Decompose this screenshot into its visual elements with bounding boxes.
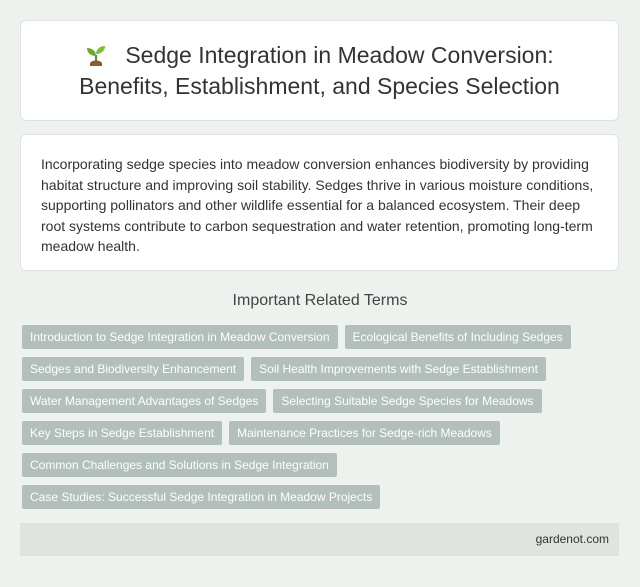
term-tag[interactable]: Common Challenges and Solutions in Sedge… bbox=[22, 453, 337, 477]
summary-card: Incorporating sedge species into meadow … bbox=[20, 134, 619, 271]
term-tag[interactable]: Sedges and Biodiversity Enhancement bbox=[22, 357, 245, 381]
term-tag[interactable]: Ecological Benefits of Including Sedges bbox=[344, 325, 571, 349]
page-title-text: Sedge Integration in Meadow Conversion: … bbox=[79, 41, 560, 99]
term-tag[interactable]: Case Studies: Successful Sedge Integrati… bbox=[22, 485, 381, 509]
page-title: Sedge Integration in Meadow Conversion: … bbox=[60, 40, 580, 102]
term-tag[interactable]: Selecting Suitable Sedge Species for Mea… bbox=[273, 389, 542, 413]
related-terms-heading: Important Related Terms bbox=[232, 292, 408, 309]
term-tag[interactable]: Water Management Advantages of Sedges bbox=[22, 389, 267, 413]
term-tag[interactable]: Maintenance Practices for Sedge-rich Mea… bbox=[229, 421, 500, 445]
related-terms-list: Introduction to Sedge Integration in Mea… bbox=[22, 325, 622, 517]
summary-text: Incorporating sedge species into meadow … bbox=[41, 156, 594, 254]
term-tag[interactable]: Key Steps in Sedge Establishment bbox=[22, 421, 223, 445]
footer: gardenot.com bbox=[20, 523, 619, 556]
title-card: Sedge Integration in Meadow Conversion: … bbox=[20, 20, 619, 121]
seedling-icon bbox=[85, 43, 107, 67]
term-tag[interactable]: Soil Health Improvements with Sedge Esta… bbox=[251, 357, 546, 381]
term-tag[interactable]: Introduction to Sedge Integration in Mea… bbox=[22, 325, 338, 349]
footer-site-link[interactable]: gardenot.com bbox=[535, 532, 609, 546]
